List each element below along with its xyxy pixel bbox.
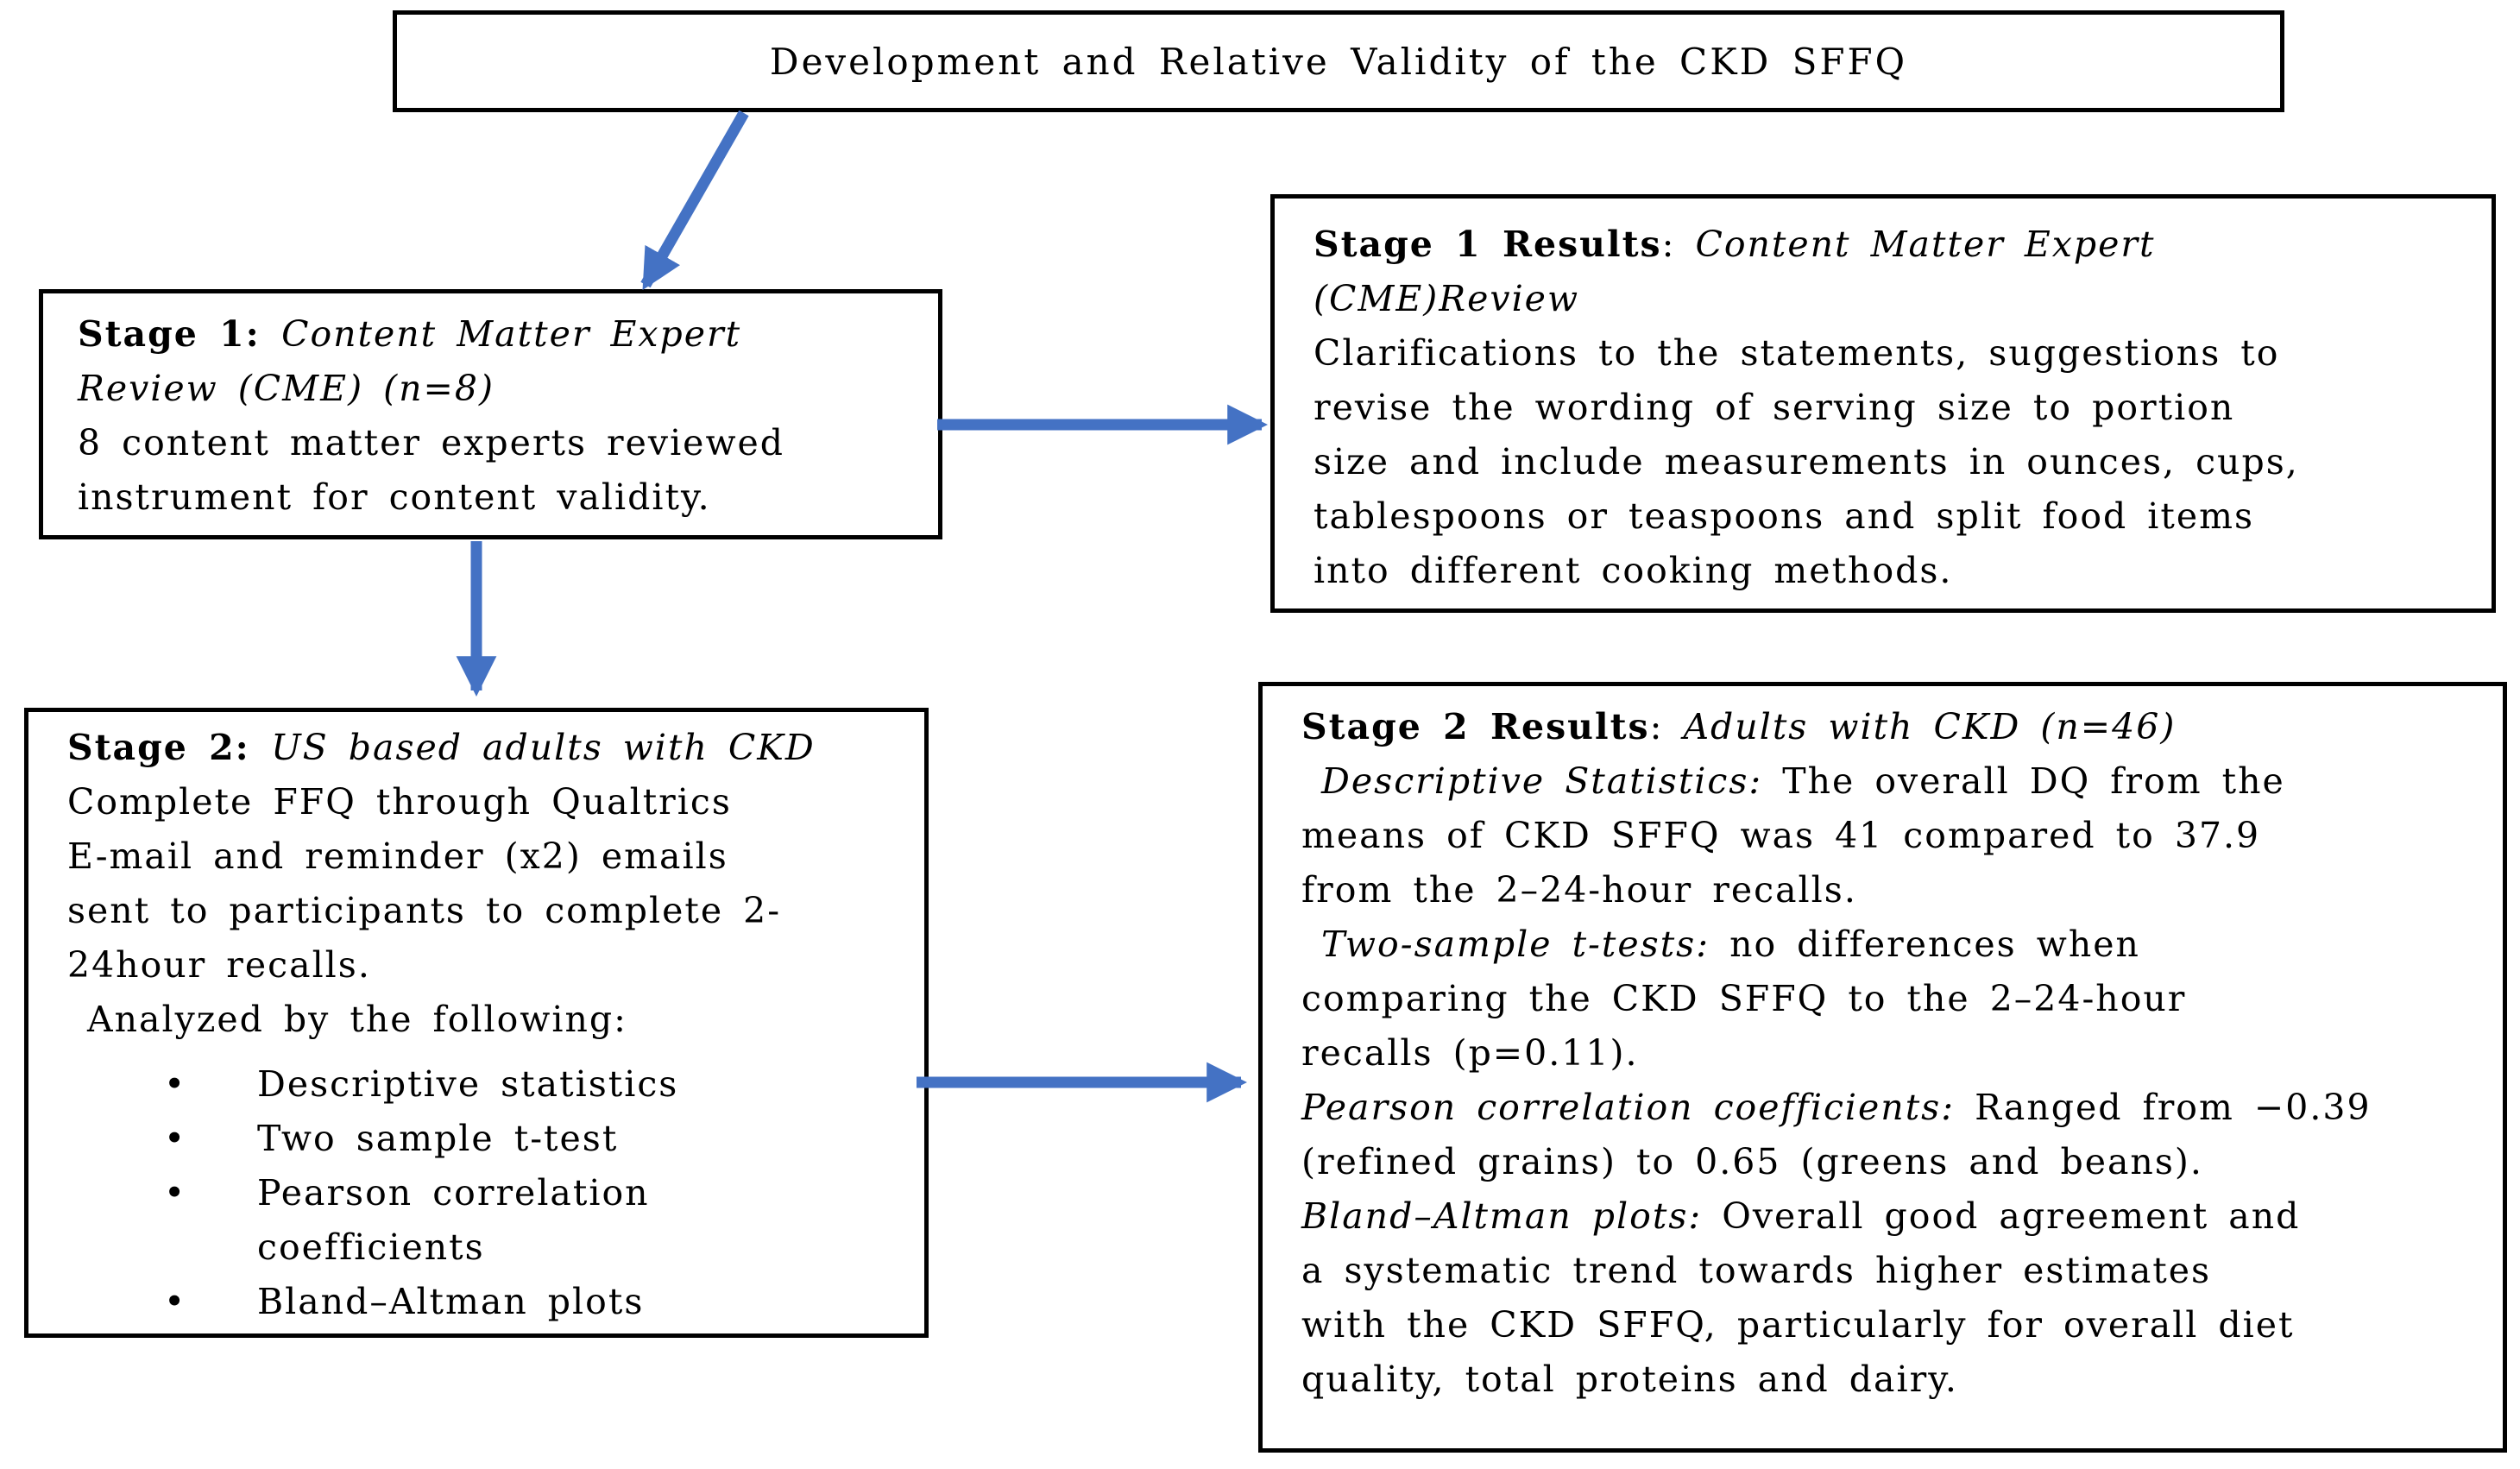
stage2-content: Stage 2: US based adults with CKD Complet… — [67, 721, 907, 1329]
stage1-results-content: Stage 1 Results: Content Matter Expert (… — [1314, 218, 2474, 598]
text-paragraph: Analyzed by the following: — [67, 999, 627, 1040]
bullet-item: • Two sample t-test — [164, 1112, 907, 1166]
bullet-icon: • — [164, 1063, 187, 1105]
bullet-item: • Descriptive statistics — [164, 1057, 907, 1112]
text-paragraph: Stage 1: Content Matter Expert Review (C… — [78, 313, 742, 409]
text-paragraph: Stage 2 Results: Adults with CKD (n=46) — [1301, 706, 2177, 747]
bullet-label: Descriptive statistics — [257, 1063, 679, 1105]
stage2-results-box: Stage 2 Results: Adults with CKD (n=46) … — [1258, 682, 2507, 1453]
stage2-box: Stage 2: US based adults with CKD Complet… — [24, 708, 929, 1338]
text-paragraph: Complete FFQ through Qualtrics E-mail an… — [67, 781, 782, 986]
bullet-icon: • — [164, 1118, 187, 1159]
bullet-label: Two sample t-test — [257, 1118, 619, 1159]
text-paragraph: Stage 1 Results: Content Matter Expert (… — [1314, 224, 2156, 319]
bullet-icon: • — [164, 1281, 187, 1322]
text-paragraph: Bland–Altman plots: Overall good agreeme… — [1301, 1195, 2301, 1400]
arrow-title-to-stage1-icon — [640, 110, 749, 291]
text-paragraph: Descriptive Statistics: The overall DQ f… — [1301, 760, 2285, 911]
stage1-content: Stage 1: Content Matter Expert Review (C… — [78, 307, 921, 525]
title-box: Development and Relative Validity of the… — [393, 10, 2284, 112]
stage1-results-box: Stage 1 Results: Content Matter Expert (… — [1270, 194, 2496, 613]
stage1-box: Stage 1: Content Matter Expert Review (C… — [39, 289, 942, 539]
text-paragraph: Stage 2: US based adults with CKD — [67, 727, 816, 768]
bullet-label: Pearson correlation coefficients — [257, 1172, 650, 1268]
text-paragraph: Pearson correlation coefficients: Ranged… — [1301, 1087, 2372, 1182]
text-paragraph: Clarifications to the statements, sugges… — [1314, 332, 2299, 591]
text-paragraph: 8 content matter experts reviewed instru… — [78, 422, 785, 518]
bullet-item: • Bland–Altman plots — [164, 1275, 907, 1329]
stage2-results-content: Stage 2 Results: Adults with CKD (n=46) … — [1301, 700, 2485, 1407]
bullet-icon: • — [164, 1172, 187, 1214]
bullet-label: Bland–Altman plots — [257, 1281, 645, 1322]
page-title: Development and Relative Validity of the… — [769, 40, 1908, 83]
bullet-item: • Pearson correlation coefficients — [164, 1166, 907, 1275]
text-paragraph: Two-sample t-tests: no differences when … — [1301, 924, 2187, 1074]
